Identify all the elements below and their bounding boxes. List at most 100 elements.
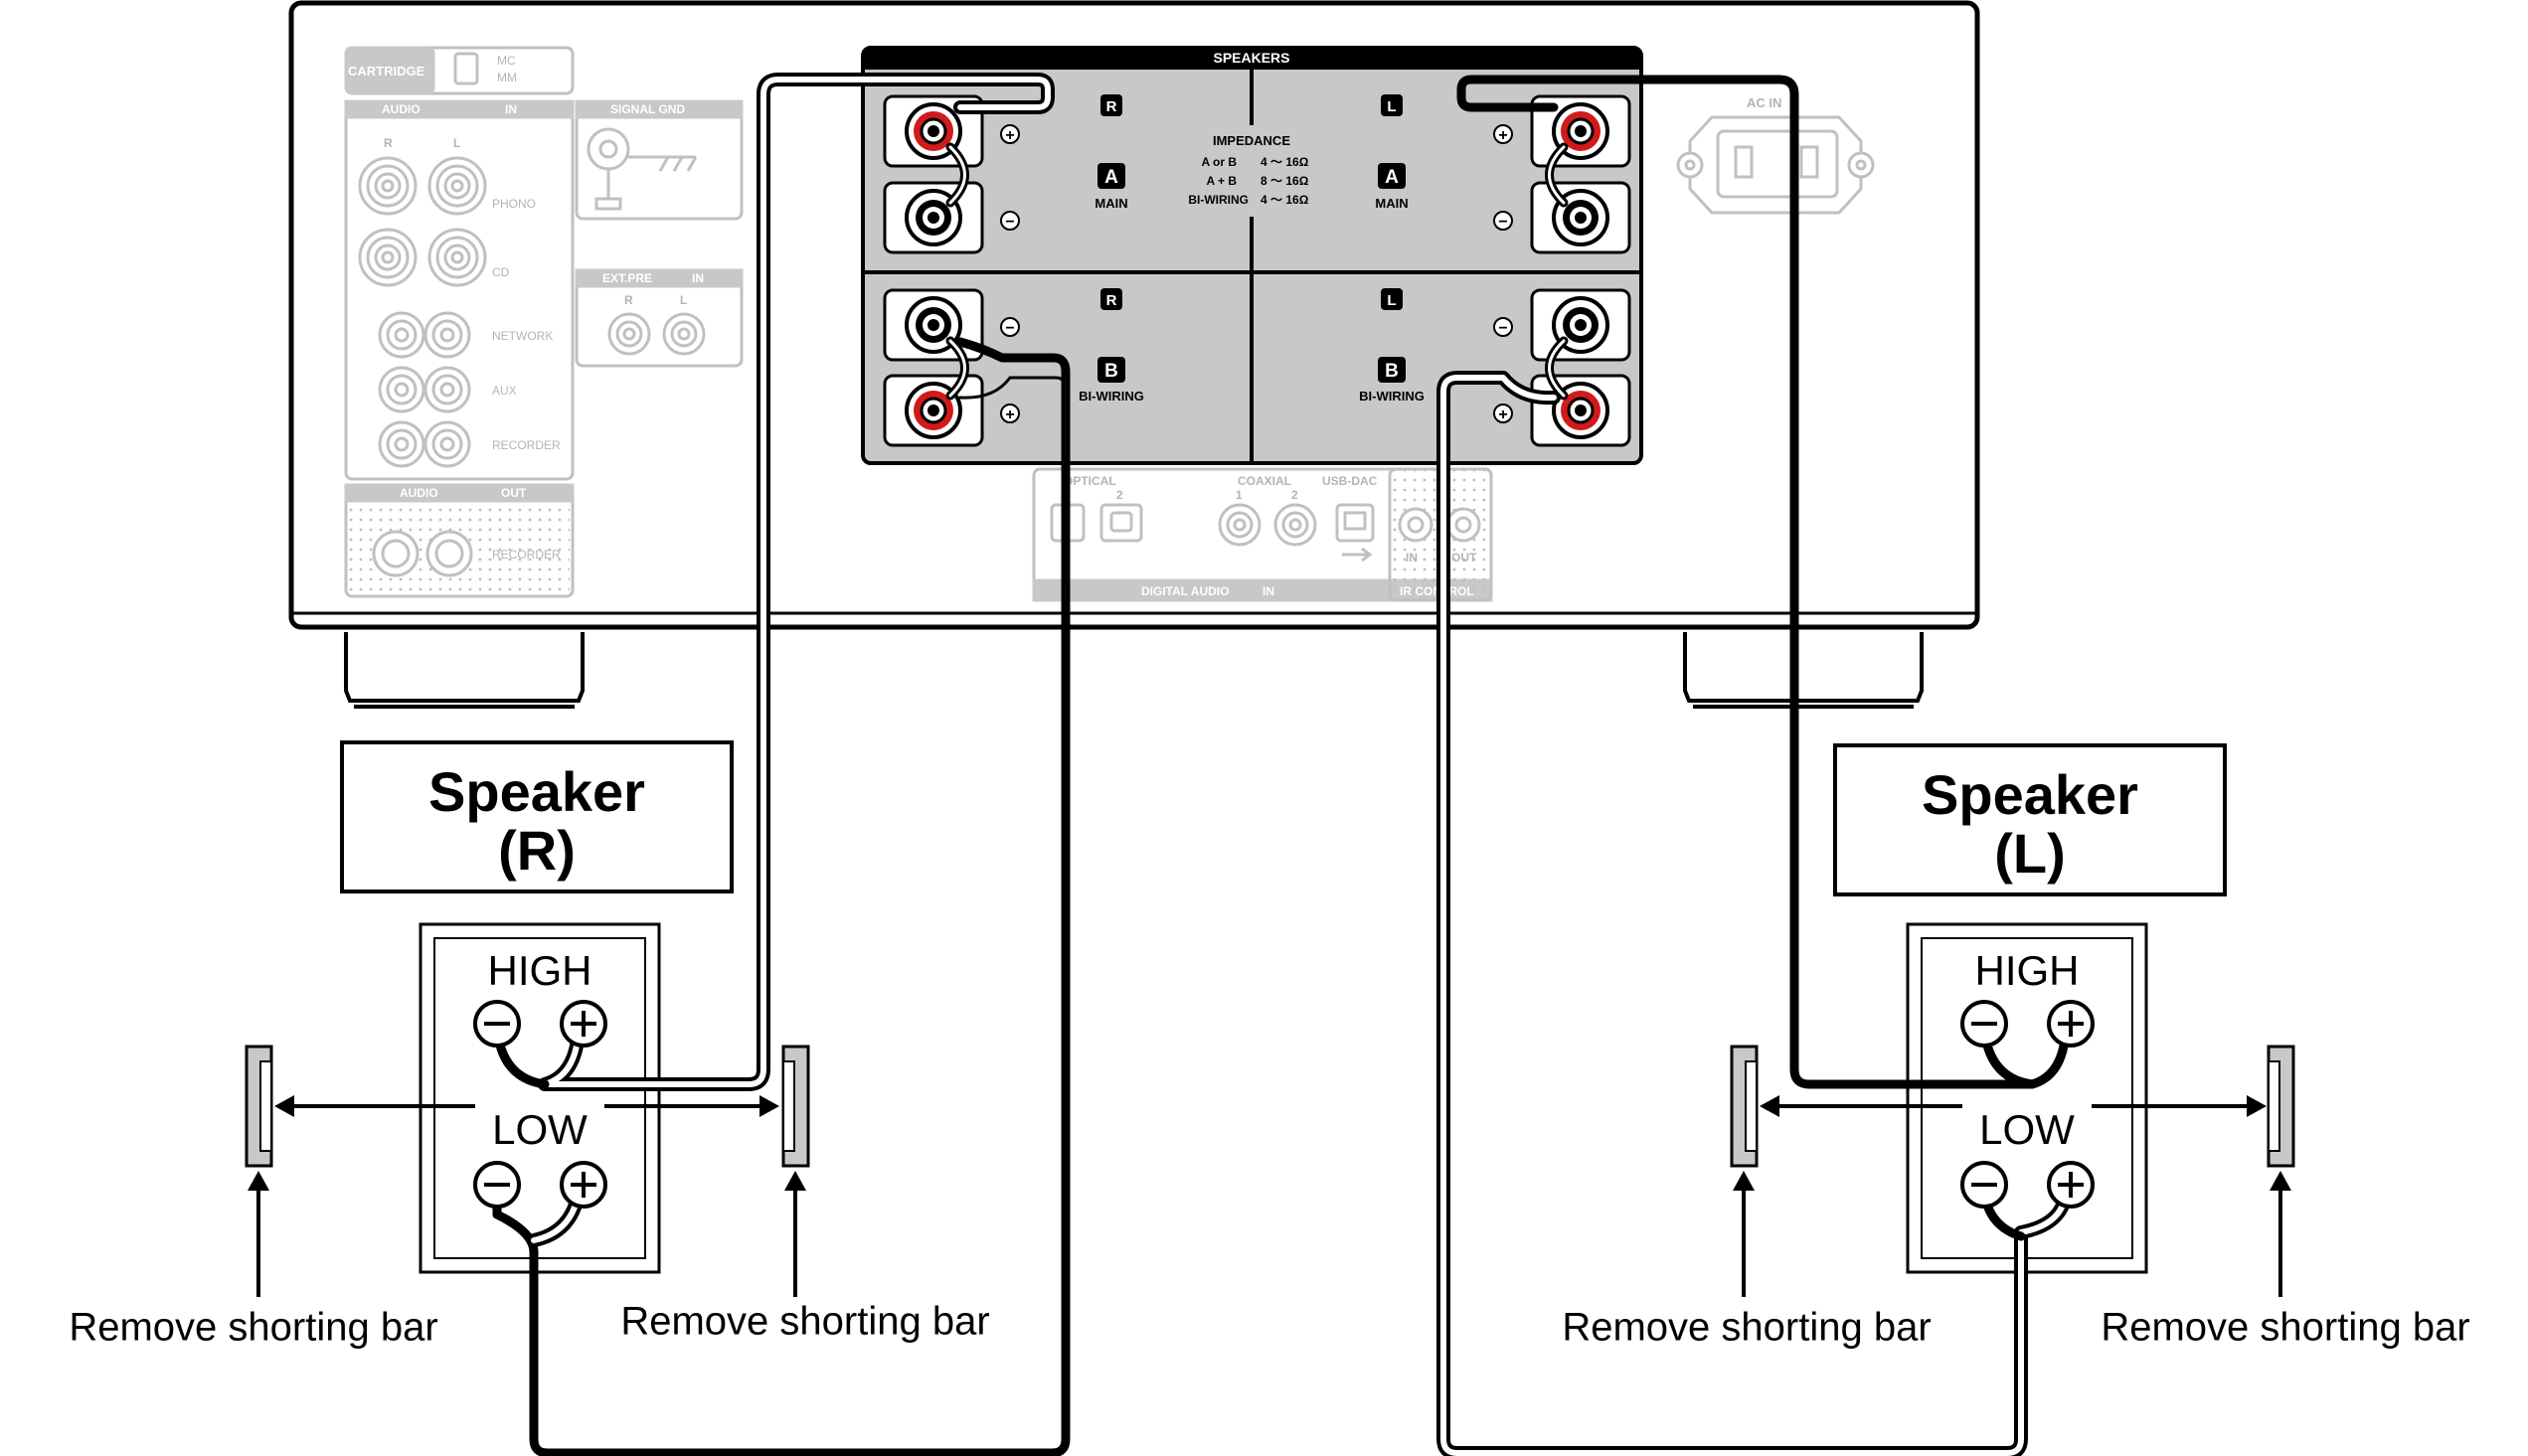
shorting-bar-l-left[interactable] xyxy=(1730,1045,1759,1168)
amplifier-rear-panel: CARTRIDGE MC MM AUDIO IN SIGNAL GND R L … xyxy=(288,0,1980,709)
a-set-badge-r: A xyxy=(1104,167,1118,188)
main-label-r: MAIN xyxy=(1095,196,1127,211)
ac-in-label: AC IN xyxy=(1747,95,1781,110)
mm-label: MM xyxy=(497,71,517,84)
polarity-markers xyxy=(1000,124,1513,423)
shorting-bar-r-left[interactable] xyxy=(245,1045,273,1168)
speaker-l-high-minus-terminal[interactable] xyxy=(1960,1000,2008,1048)
b-set-badge-r: B xyxy=(1104,361,1118,382)
ext-pre-l-label: L xyxy=(680,293,687,307)
speaker-l-terminal-plate: HIGH LOW xyxy=(1906,922,2148,1274)
speaker-r-high-minus-terminal[interactable] xyxy=(473,1000,521,1048)
analog-input-labels: CARTRIDGE MC MM AUDIO IN SIGNAL GND R L … xyxy=(348,54,704,562)
impedance-row-value: 4 ～ 16Ω xyxy=(1261,193,1309,207)
bi-wiring-label-r: BI-WIRING xyxy=(1079,389,1144,404)
phono-l-label: L xyxy=(453,136,460,150)
speaker-r-high-label: HIGH xyxy=(488,947,592,994)
callout-r-left: Remove shorting bar xyxy=(69,1306,437,1350)
recorder-label: RECORDER xyxy=(492,438,561,452)
terminal-set-badges: A MAIN A MAIN B BI-WIRING B BI-WIRING xyxy=(1079,163,1425,404)
digital-input-labels: OPTICAL 2 COAXIAL 1 2 USB-DAC DIGITAL AU… xyxy=(1064,474,1477,598)
wire-r-low-minus xyxy=(492,337,1071,1456)
speaker-r-high-plus-terminal[interactable] xyxy=(560,1000,607,1048)
b-r-channel-badge: R xyxy=(1106,292,1117,309)
coaxial-1-label: 1 xyxy=(1236,488,1243,502)
a-l-plus-marker: + xyxy=(1498,127,1507,144)
a-l-channel-badge: L xyxy=(1387,98,1396,115)
impedance-row-label: BI-WIRING xyxy=(1188,193,1249,207)
shorting-bar-l-right[interactable] xyxy=(2267,1045,2295,1168)
phono-label: PHONO xyxy=(492,197,536,211)
speaker-r-terminal-plate: HIGH LOW xyxy=(419,922,661,1274)
audio-in-tag: IN xyxy=(505,102,517,116)
foot-right xyxy=(1683,632,1924,709)
shorting-bar-r-right[interactable] xyxy=(781,1045,810,1168)
cartridge-label: CARTRIDGE xyxy=(348,64,425,79)
digital-audio-label: DIGITAL AUDIO xyxy=(1141,584,1229,598)
a-r-channel-badge: R xyxy=(1106,98,1117,115)
speaker-l-low-label: LOW xyxy=(1979,1106,2075,1153)
ext-pre-r-label: R xyxy=(624,293,633,307)
audio-in-label: AUDIO xyxy=(382,102,421,116)
removal-arrows xyxy=(248,1095,2291,1297)
wire-l-high-plus xyxy=(1456,75,2071,1089)
speaker-l-low-minus-terminal[interactable] xyxy=(1960,1161,2008,1209)
phono-r-label: R xyxy=(384,136,393,150)
speaker-l-channel: (L) xyxy=(1994,822,2066,885)
signal-gnd-label: SIGNAL GND xyxy=(610,102,685,116)
digital-audio-in-tag: IN xyxy=(1263,584,1274,598)
impedance-row-label: A + B xyxy=(1206,174,1237,188)
ext-pre-label: EXT.PRE xyxy=(602,271,652,285)
bi-wiring-label-l: BI-WIRING xyxy=(1359,389,1425,404)
optical-label: OPTICAL xyxy=(1064,474,1116,488)
impedance-row-value: 8 ～ 16Ω xyxy=(1261,174,1309,188)
ir-out-label: OUT xyxy=(1451,551,1477,565)
ext-pre-in-tag: IN xyxy=(692,271,704,285)
speaker-l-low-plus-terminal[interactable] xyxy=(2047,1161,2095,1209)
wire-r-low-plus xyxy=(958,376,1068,400)
callout-l-left: Remove shorting bar xyxy=(1562,1306,1931,1350)
a-r-plus-marker: + xyxy=(1005,127,1014,144)
speaker-r-low-label: LOW xyxy=(492,1106,588,1153)
rca-jacks xyxy=(358,156,706,577)
speaker-l-high-label: HIGH xyxy=(1975,947,2080,994)
recorder-out-label: RECORDER xyxy=(492,548,561,562)
a-l-minus-marker: − xyxy=(1498,214,1507,231)
foot-left xyxy=(344,632,585,709)
optical-2-label: 2 xyxy=(1116,488,1123,502)
aux-label: AUX xyxy=(492,384,517,398)
speaker-r-title: Speaker xyxy=(428,760,645,823)
speaker-r-label-box: Speaker (R) xyxy=(340,740,734,893)
speaker-r-low-minus-terminal[interactable] xyxy=(473,1161,521,1209)
speaker-l-label-box: Speaker (L) xyxy=(1833,743,2227,896)
b-r-minus-marker: − xyxy=(1005,320,1014,337)
speaker-r-low-plus-terminal[interactable] xyxy=(560,1161,607,1209)
usb-dac-label: USB-DAC xyxy=(1322,474,1378,488)
main-label-l: MAIN xyxy=(1375,196,1408,211)
network-label: NETWORK xyxy=(492,329,553,343)
callout-r-right: Remove shorting bar xyxy=(620,1300,989,1344)
a-r-minus-marker: − xyxy=(1005,214,1014,231)
impedance-row-label: A or B xyxy=(1201,155,1237,169)
impedance-title: IMPEDANCE xyxy=(1213,133,1290,148)
b-l-channel-badge: L xyxy=(1387,292,1396,309)
speaker-a-l-plus-terminal[interactable] xyxy=(1552,102,1609,160)
coaxial-label: COAXIAL xyxy=(1238,474,1291,488)
mc-label: MC xyxy=(497,54,516,68)
polarity-marker-labels: + − + − − + − + xyxy=(1005,127,1507,423)
audio-out-label: AUDIO xyxy=(400,486,438,500)
coaxial-2-label: 2 xyxy=(1291,488,1298,502)
b-l-plus-marker: + xyxy=(1498,406,1507,423)
amp-terminal-links xyxy=(945,142,1569,401)
b-r-plus-marker: + xyxy=(1005,406,1014,423)
speaker-r-channel: (R) xyxy=(498,819,576,882)
speaker-l-high-plus-terminal[interactable] xyxy=(2047,1000,2095,1048)
callout-l-right: Remove shorting bar xyxy=(2101,1306,2469,1350)
channel-badges: R L R L xyxy=(1100,94,1403,310)
speaker-l-title: Speaker xyxy=(1922,763,2138,826)
ir-in-label: IN xyxy=(1406,551,1418,565)
speaker-b-r-plus-terminal[interactable] xyxy=(905,382,962,439)
speaker-cables xyxy=(492,73,2073,1456)
b-l-minus-marker: − xyxy=(1498,320,1507,337)
